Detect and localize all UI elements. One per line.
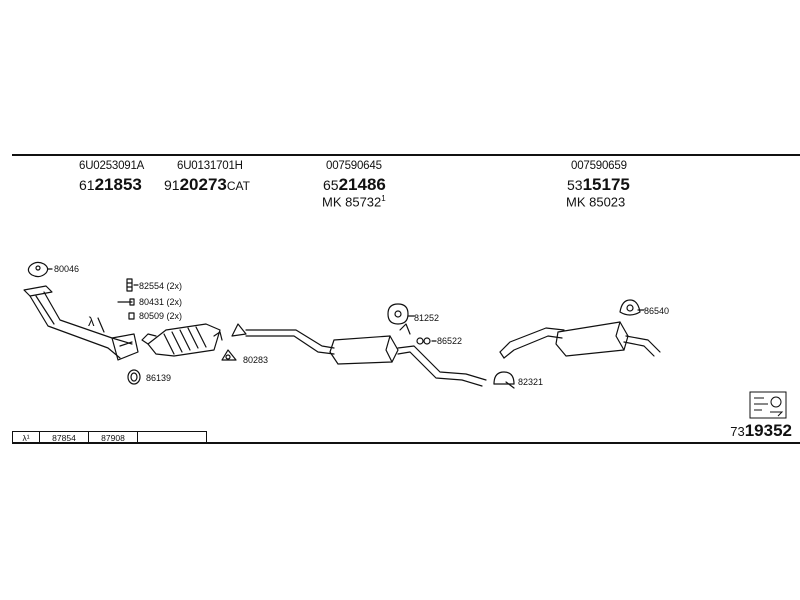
diagram-number: 7319352 [730, 422, 792, 440]
hanger-81252-icon [387, 303, 409, 325]
top-divider [12, 154, 800, 156]
gasket-80283-icon [221, 349, 237, 361]
ring-86139-icon [127, 369, 141, 385]
sensor-table-cell: 87908 [89, 432, 138, 443]
part-prefix: 91 [164, 177, 180, 193]
label-86522: 86522 [437, 336, 463, 346]
catalytic-converter-icon [141, 323, 223, 357]
part-prefix: 53 [567, 177, 583, 193]
label-86139: 86139 [146, 373, 172, 383]
label-80431: 80431 (2x) [139, 297, 183, 307]
label-81252: 81252 [414, 313, 440, 323]
oem-number-1: 6U0253091A [79, 160, 145, 172]
hanger-86540-icon [619, 299, 641, 316]
mk-number-1: MK 857321 [322, 194, 386, 209]
part-number-2: 9120273CAT [164, 176, 250, 194]
label-80509: 80509 (2x) [139, 311, 183, 321]
mk-text: MK 85023 [566, 194, 626, 210]
part-main: 20273 [179, 175, 227, 194]
part-number-1: 6121853 [79, 176, 142, 194]
sensor-table-cell: 87854 [40, 432, 89, 443]
part-main: 21853 [94, 175, 142, 194]
front-pipe-icon [23, 285, 139, 361]
sensor-table: λ¹ 87854 87908 [12, 431, 207, 443]
part-number-4: 5315175 [567, 176, 630, 194]
rear-pipe-icon [499, 327, 565, 359]
bolt-80431-icon [117, 298, 135, 306]
clamp-86522-icon [416, 337, 431, 345]
gasket-80046-icon [27, 261, 49, 278]
clamp-82321-icon [493, 371, 515, 385]
bottom-divider [12, 442, 800, 444]
diagram-symbol-icon [749, 391, 787, 419]
nut-80509-icon [128, 312, 135, 320]
part-prefix: 61 [79, 177, 95, 193]
part-number-3: 6521486 [323, 176, 386, 194]
oem-number-4: 007590659 [571, 160, 627, 172]
label-80283: 80283 [243, 355, 269, 365]
diagram-prefix: 73 [730, 424, 745, 439]
lambda-symbol: λ [88, 314, 95, 329]
center-muffler-icon [329, 335, 399, 365]
oem-number-3: 007590645 [326, 160, 382, 172]
rear-muffler-icon [555, 321, 661, 357]
diagram-main: 19352 [744, 421, 792, 440]
label-80046: 80046 [54, 264, 80, 274]
mid-pipe-icon [397, 323, 487, 387]
mk-text: MK 85732 [322, 194, 382, 210]
label-82321: 82321 [518, 377, 544, 387]
sensor-table-cell: λ¹ [13, 432, 40, 443]
mk-number-2: MK 85023 [566, 194, 625, 209]
part-prefix: 65 [323, 177, 339, 193]
spring-82554-icon [126, 278, 133, 292]
part-suffix: CAT [226, 179, 250, 193]
mk-sup: 1 [381, 194, 386, 203]
part-main: 21486 [338, 175, 386, 194]
label-82554: 82554 (2x) [139, 281, 183, 291]
part-main: 15175 [582, 175, 630, 194]
label-86540: 86540 [644, 306, 670, 316]
intermediate-pipe-icon [231, 323, 335, 355]
oem-number-2: 6U0131701H [177, 160, 243, 172]
